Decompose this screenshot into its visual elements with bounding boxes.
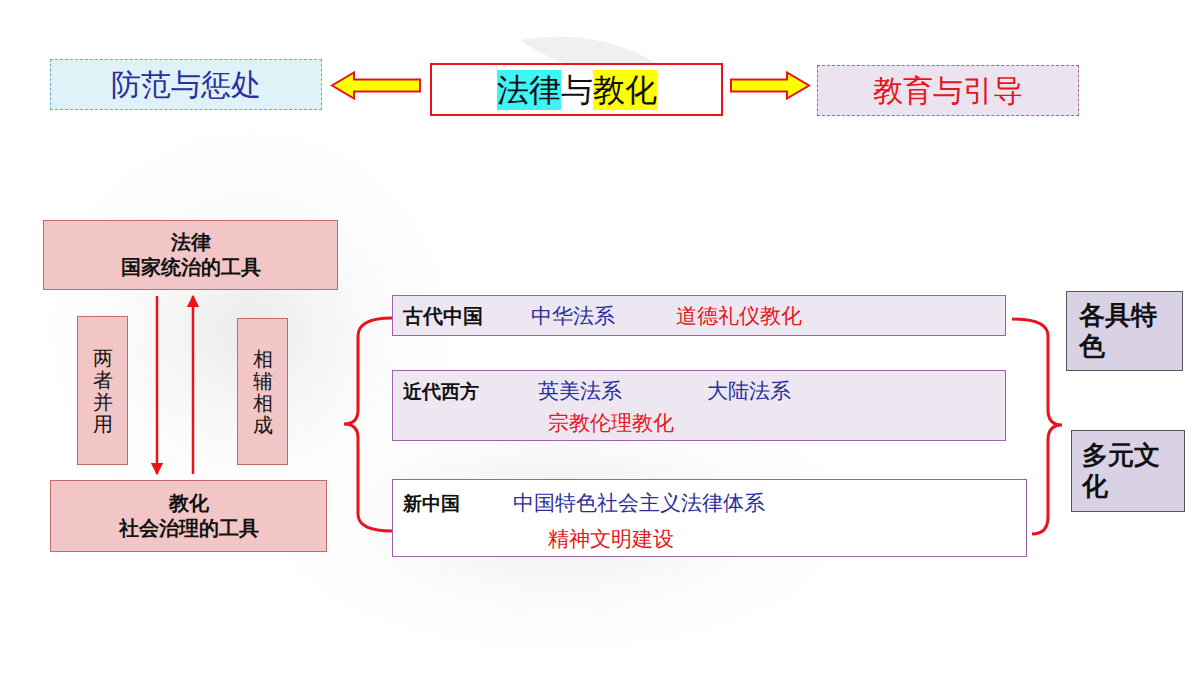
block-arrow [731,73,809,99]
node-title: 多元文化 [1082,440,1174,502]
left-brace [344,318,392,531]
node-title: 教育与引导 [873,72,1023,110]
node-text: 宗教伦理教化 [548,409,674,437]
summary-box: 各具特色 [1066,291,1183,371]
node-title: 法律与教化 [497,70,657,110]
node-text: 国家统治的工具 [121,255,261,280]
node-text: 中国特色社会主义法律体系 [513,489,765,517]
relation-box: 相辅相成 [237,318,288,465]
node-text: 精神文明建设 [548,525,674,553]
node-title: 古代中国 [403,303,483,330]
era-row: 近代西方 英美法系 大陆法系宗教伦理教化 [392,370,1006,441]
node-title: 近代西方 [403,379,479,405]
flow-arrow [192,296,195,474]
summary-box: 多元文化 [1071,430,1185,512]
node-title: 相辅相成 [253,348,273,436]
node-title: 法律 [171,230,211,255]
node-title: 防范与惩处 [111,66,261,104]
outcome-box: 防范与惩处 [50,59,322,110]
outcome-box: 教育与引导 [817,65,1079,116]
node-title: 各具特色 [1079,300,1171,362]
node-title: 教化 [169,491,209,516]
era-row: 新中国 中国特色社会主义法律体系精神文明建设 [392,479,1027,557]
era-row: 古代中国 中华法系 道德礼仪教化 [392,295,1006,336]
node-text: 大陆法系 [707,377,791,405]
topic-box: 法律与教化 [430,63,723,116]
node-text: 中华法系 [531,302,615,330]
node-text: 道德礼仪教化 [676,302,802,330]
concept-box: 法律国家统治的工具 [43,220,338,290]
node-title: 新中国 [403,491,460,517]
relation-box: 两者并用 [77,316,128,465]
node-text: 英美法系 [538,377,622,405]
node-text: 社会治理的工具 [119,516,259,541]
block-arrow [332,73,420,99]
node-title: 两者并用 [93,347,113,435]
flow-arrow [156,296,159,474]
concept-box: 教化社会治理的工具 [50,480,327,552]
